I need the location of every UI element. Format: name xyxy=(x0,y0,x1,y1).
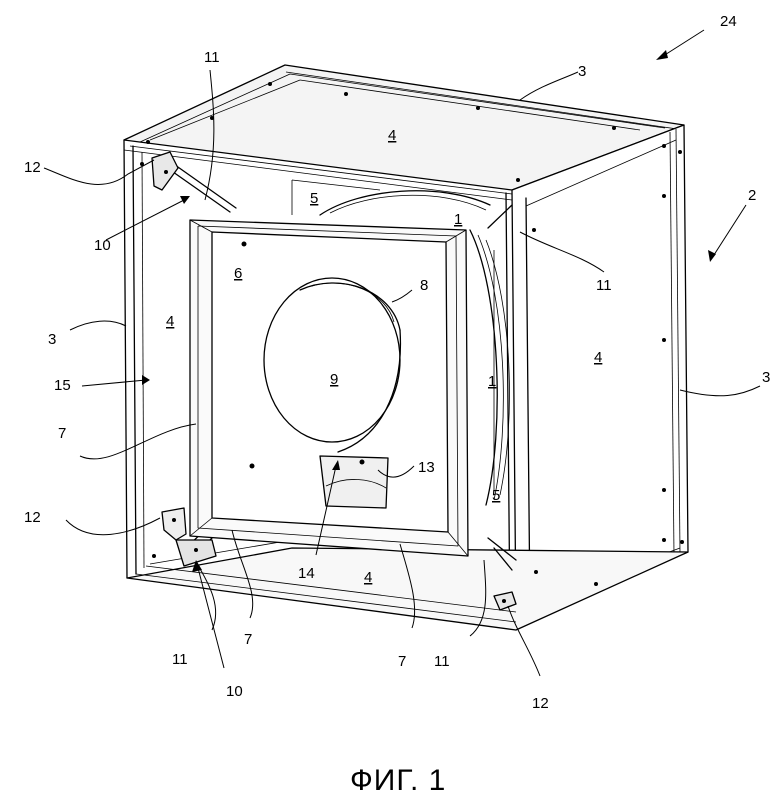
label-4-top: 4 xyxy=(388,127,396,144)
label-11-top-left: 11 xyxy=(204,49,220,66)
label-11-right: 11 xyxy=(596,277,612,294)
label-4-right: 4 xyxy=(594,349,602,366)
label-10-bottom: 10 xyxy=(226,683,243,700)
label-11-bottom-right: 11 xyxy=(434,653,450,670)
label-1-top: 1 xyxy=(454,211,462,228)
label-4-bottom: 4 xyxy=(364,569,372,586)
label-11-bottom-left: 11 xyxy=(172,651,188,668)
label-5-bottom: 5 xyxy=(492,487,500,504)
label-7-left: 7 xyxy=(58,425,66,442)
label-3-right: 3 xyxy=(762,369,770,386)
label-12-top-left: 12 xyxy=(24,159,41,176)
mounting-bracket-top-left xyxy=(152,152,178,190)
label-8: 8 xyxy=(420,277,428,294)
figure-caption: ФИГ. 1 xyxy=(350,764,446,797)
label-13: 13 xyxy=(418,459,435,476)
label-6: 6 xyxy=(234,265,242,282)
label-3-top: 3 xyxy=(578,63,586,80)
label-14: 14 xyxy=(298,565,315,582)
label-7-bottom: 7 xyxy=(398,653,406,670)
label-3-left: 3 xyxy=(48,331,56,348)
label-10-top: 10 xyxy=(94,237,111,254)
label-7-bottom-left: 7 xyxy=(244,631,252,648)
label-1-side: 1 xyxy=(488,373,496,390)
label-2: 2 xyxy=(748,187,756,204)
label-15: 15 xyxy=(54,377,71,394)
label-9: 9 xyxy=(330,371,338,388)
housing-right-panel xyxy=(506,125,688,622)
label-12-bottom-left: 12 xyxy=(24,509,41,526)
label-4-left: 4 xyxy=(166,313,174,330)
label-24: 24 xyxy=(720,13,737,30)
housing-left-frame xyxy=(124,140,144,578)
label-12-bottom-right: 12 xyxy=(532,695,549,712)
label-5-top: 5 xyxy=(310,190,318,207)
